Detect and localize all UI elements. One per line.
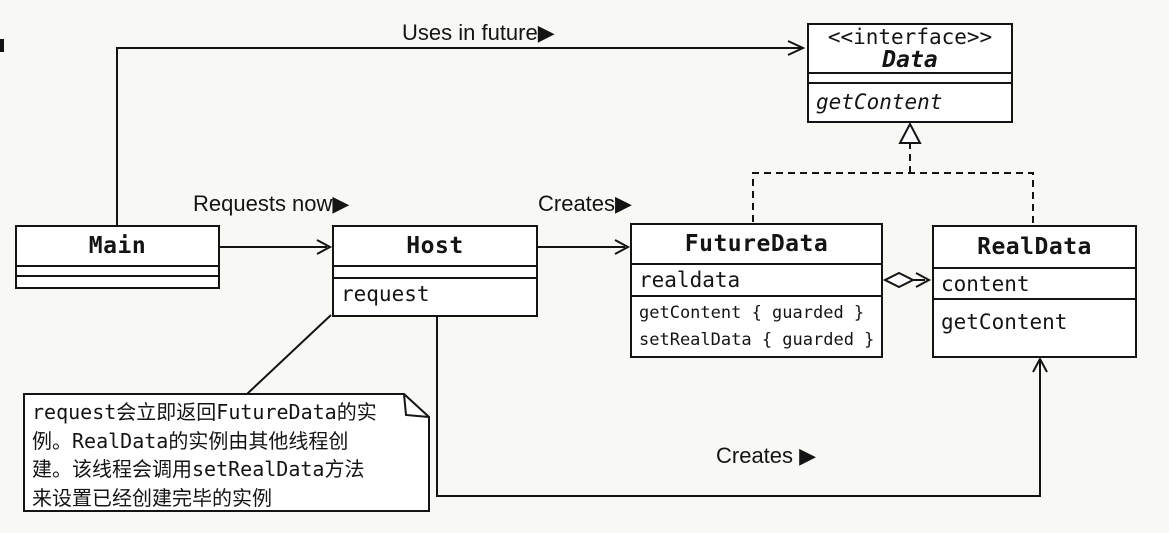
creates-realdata-connector (436, 316, 1041, 497)
open-arrowhead-icon (1032, 356, 1048, 373)
empty-attribute-compartment (334, 265, 536, 277)
note-anchor-connector (246, 314, 332, 395)
note-shape (23, 393, 430, 512)
aggregation-diamond-icon (882, 271, 916, 289)
note-line: 例。RealData的实例由其他线程创 (32, 428, 349, 453)
open-arrowhead-icon (787, 40, 806, 56)
interface-stereotype: <<interface>> (827, 25, 993, 49)
empty-attribute-compartment (17, 265, 218, 275)
label-creates-realdata: Creates ▶ (716, 443, 817, 468)
class-box-futuredata: FutureData realdata getContent { guarded… (630, 223, 883, 358)
field-realdata: realdata (632, 263, 881, 295)
open-arrowhead-icon (614, 239, 631, 255)
label-requests-now: Requests now▶ (193, 191, 350, 216)
note-line: 来设置已经创建完毕的实例 (32, 485, 272, 510)
class-name-futuredata: FutureData (684, 231, 829, 257)
interface-name-data: Data (882, 47, 938, 73)
scan-artifact (0, 39, 4, 52)
method-request: request (334, 277, 536, 315)
method-getcontent: getContent (934, 298, 1135, 356)
class-box-host: Host request (332, 225, 538, 317)
uses-in-future-connector (116, 47, 801, 226)
class-name-host: Host (406, 233, 464, 259)
note-line: request会立即返回FutureData的实 (32, 400, 377, 424)
class-name-realdata: RealData (977, 234, 1092, 260)
field-content: content (934, 267, 1135, 298)
interface-header: <<interface>> Data (809, 25, 1011, 72)
hollow-triangle-arrowhead-icon (898, 121, 922, 144)
note-line: 建。该线程会调用setRealData方法 (32, 457, 365, 481)
method-compartment-futuredata: getContent { guarded } setRealData { gua… (632, 295, 881, 356)
method-getcontent-interface: getContent (809, 81, 1011, 121)
note-fold-icon (403, 393, 430, 418)
method-setrealdata-guarded: setRealData { guarded } (639, 330, 875, 350)
interface-box-data: <<interface>> Data getContent (807, 23, 1013, 123)
label-creates-futuredata: Creates▶ (538, 191, 632, 216)
open-arrowhead-icon (915, 272, 932, 288)
class-box-realdata: RealData content getContent (932, 225, 1137, 358)
class-box-main: Main (15, 225, 220, 289)
empty-method-compartment (17, 275, 218, 287)
empty-attribute-compartment (809, 72, 1011, 82)
method-getcontent-guarded: getContent { guarded } (639, 303, 865, 323)
note-comment: request会立即返回FutureData的实 例。RealData的实例由其… (32, 398, 424, 512)
realization-dashed-connector (752, 172, 1034, 226)
label-uses-in-future: Uses in future▶ (402, 20, 555, 45)
open-arrowhead-icon (316, 239, 333, 255)
class-name-main: Main (88, 233, 147, 259)
